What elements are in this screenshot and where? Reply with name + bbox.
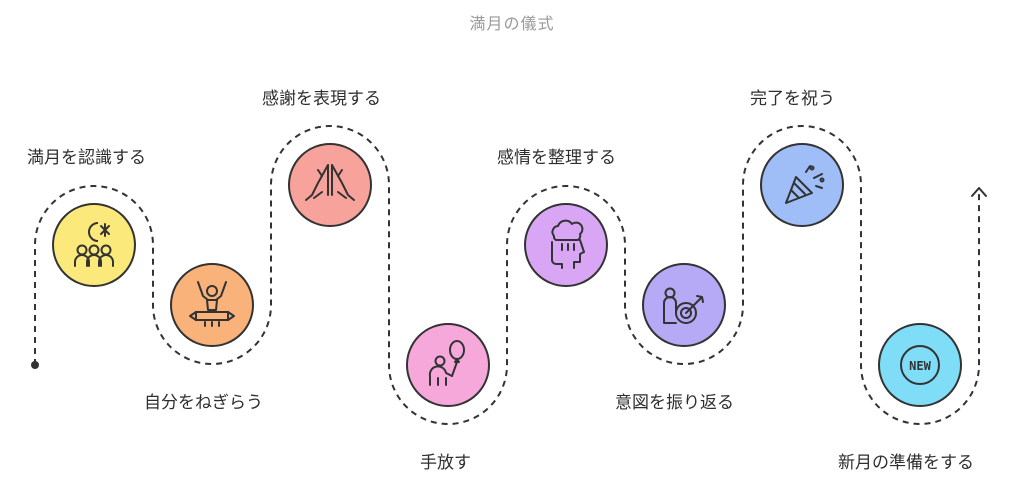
step-3-circle [288, 143, 372, 227]
person-balloon-icon [428, 340, 465, 386]
step-2 [170, 263, 254, 347]
new-badge-text: NEW [909, 359, 931, 373]
step-1-label: 満月を認識する [27, 148, 146, 168]
step-5-circle [524, 203, 608, 287]
step-6 [642, 263, 726, 347]
diagram-title: 満月の儀式 [469, 14, 555, 33]
step-4-label: 手放す [420, 453, 471, 473]
praying-hands-icon [305, 164, 355, 201]
moon-community-icon [74, 222, 114, 267]
step-8-circle [878, 323, 962, 407]
step-3-label: 感謝を表現する [262, 89, 381, 109]
step-2-label: 自分をねぎらう [144, 393, 263, 413]
head-cloud-icon [551, 219, 585, 269]
path-end-arrow-icon [971, 187, 987, 197]
step-8: NEW [878, 323, 962, 407]
step-3 [288, 143, 372, 227]
step-1 [52, 203, 136, 287]
new-badge-icon: NEW [900, 345, 940, 385]
path-start-dot [31, 361, 39, 369]
step-4 [406, 323, 490, 407]
celebrating-person-icon [189, 281, 235, 327]
step-7-label: 完了を祝う [750, 89, 835, 109]
dashed-path [34, 125, 980, 425]
step-6-label: 意図を振り返る [615, 393, 734, 413]
step-8-label: 新月の準備をする [838, 453, 974, 473]
step-4-circle [406, 323, 490, 407]
step-2-circle [170, 263, 254, 347]
person-target-icon [663, 287, 704, 324]
step-7-circle [760, 143, 844, 227]
step-7 [760, 143, 844, 227]
step-5-label: 感情を整理する [497, 148, 616, 168]
step-6-circle [642, 263, 726, 347]
step-5 [524, 203, 608, 287]
party-popper-icon [785, 165, 825, 204]
